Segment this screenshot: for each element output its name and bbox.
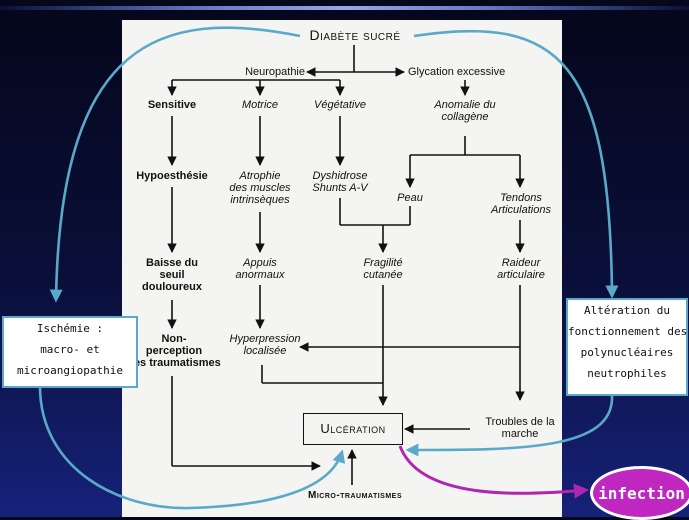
curve-alteration-to-ulceration	[405, 395, 614, 457]
node-hypoesthesie: Hypoesthésie	[136, 170, 208, 182]
node-peau: Peau	[397, 192, 423, 204]
top-decorative-line	[0, 6, 689, 10]
node-neuropathie: Neuropathie	[245, 66, 305, 78]
node-ulceration: Ulcération	[320, 421, 386, 436]
node-micro-traumatismes: Micro-traumatismes	[307, 490, 403, 501]
infection-label: infection	[598, 483, 685, 503]
ulceration-box: Ulcération	[303, 413, 403, 445]
node-vegetative: Végétative	[314, 99, 366, 111]
node-glycation: Glycation excessive	[408, 66, 506, 78]
infection-bubble: infection	[590, 466, 689, 520]
diagram-title: Diabète sucré	[309, 27, 401, 43]
curve-ulceration-to-infection	[398, 445, 589, 499]
node-sensitive: Sensitive	[147, 99, 197, 111]
node-motrice: Motrice	[241, 99, 279, 111]
curve-to-ischemie	[49, 26, 301, 303]
curve-ischemie-to-ulceration	[38, 385, 346, 510]
curve-to-alteration	[413, 29, 619, 299]
